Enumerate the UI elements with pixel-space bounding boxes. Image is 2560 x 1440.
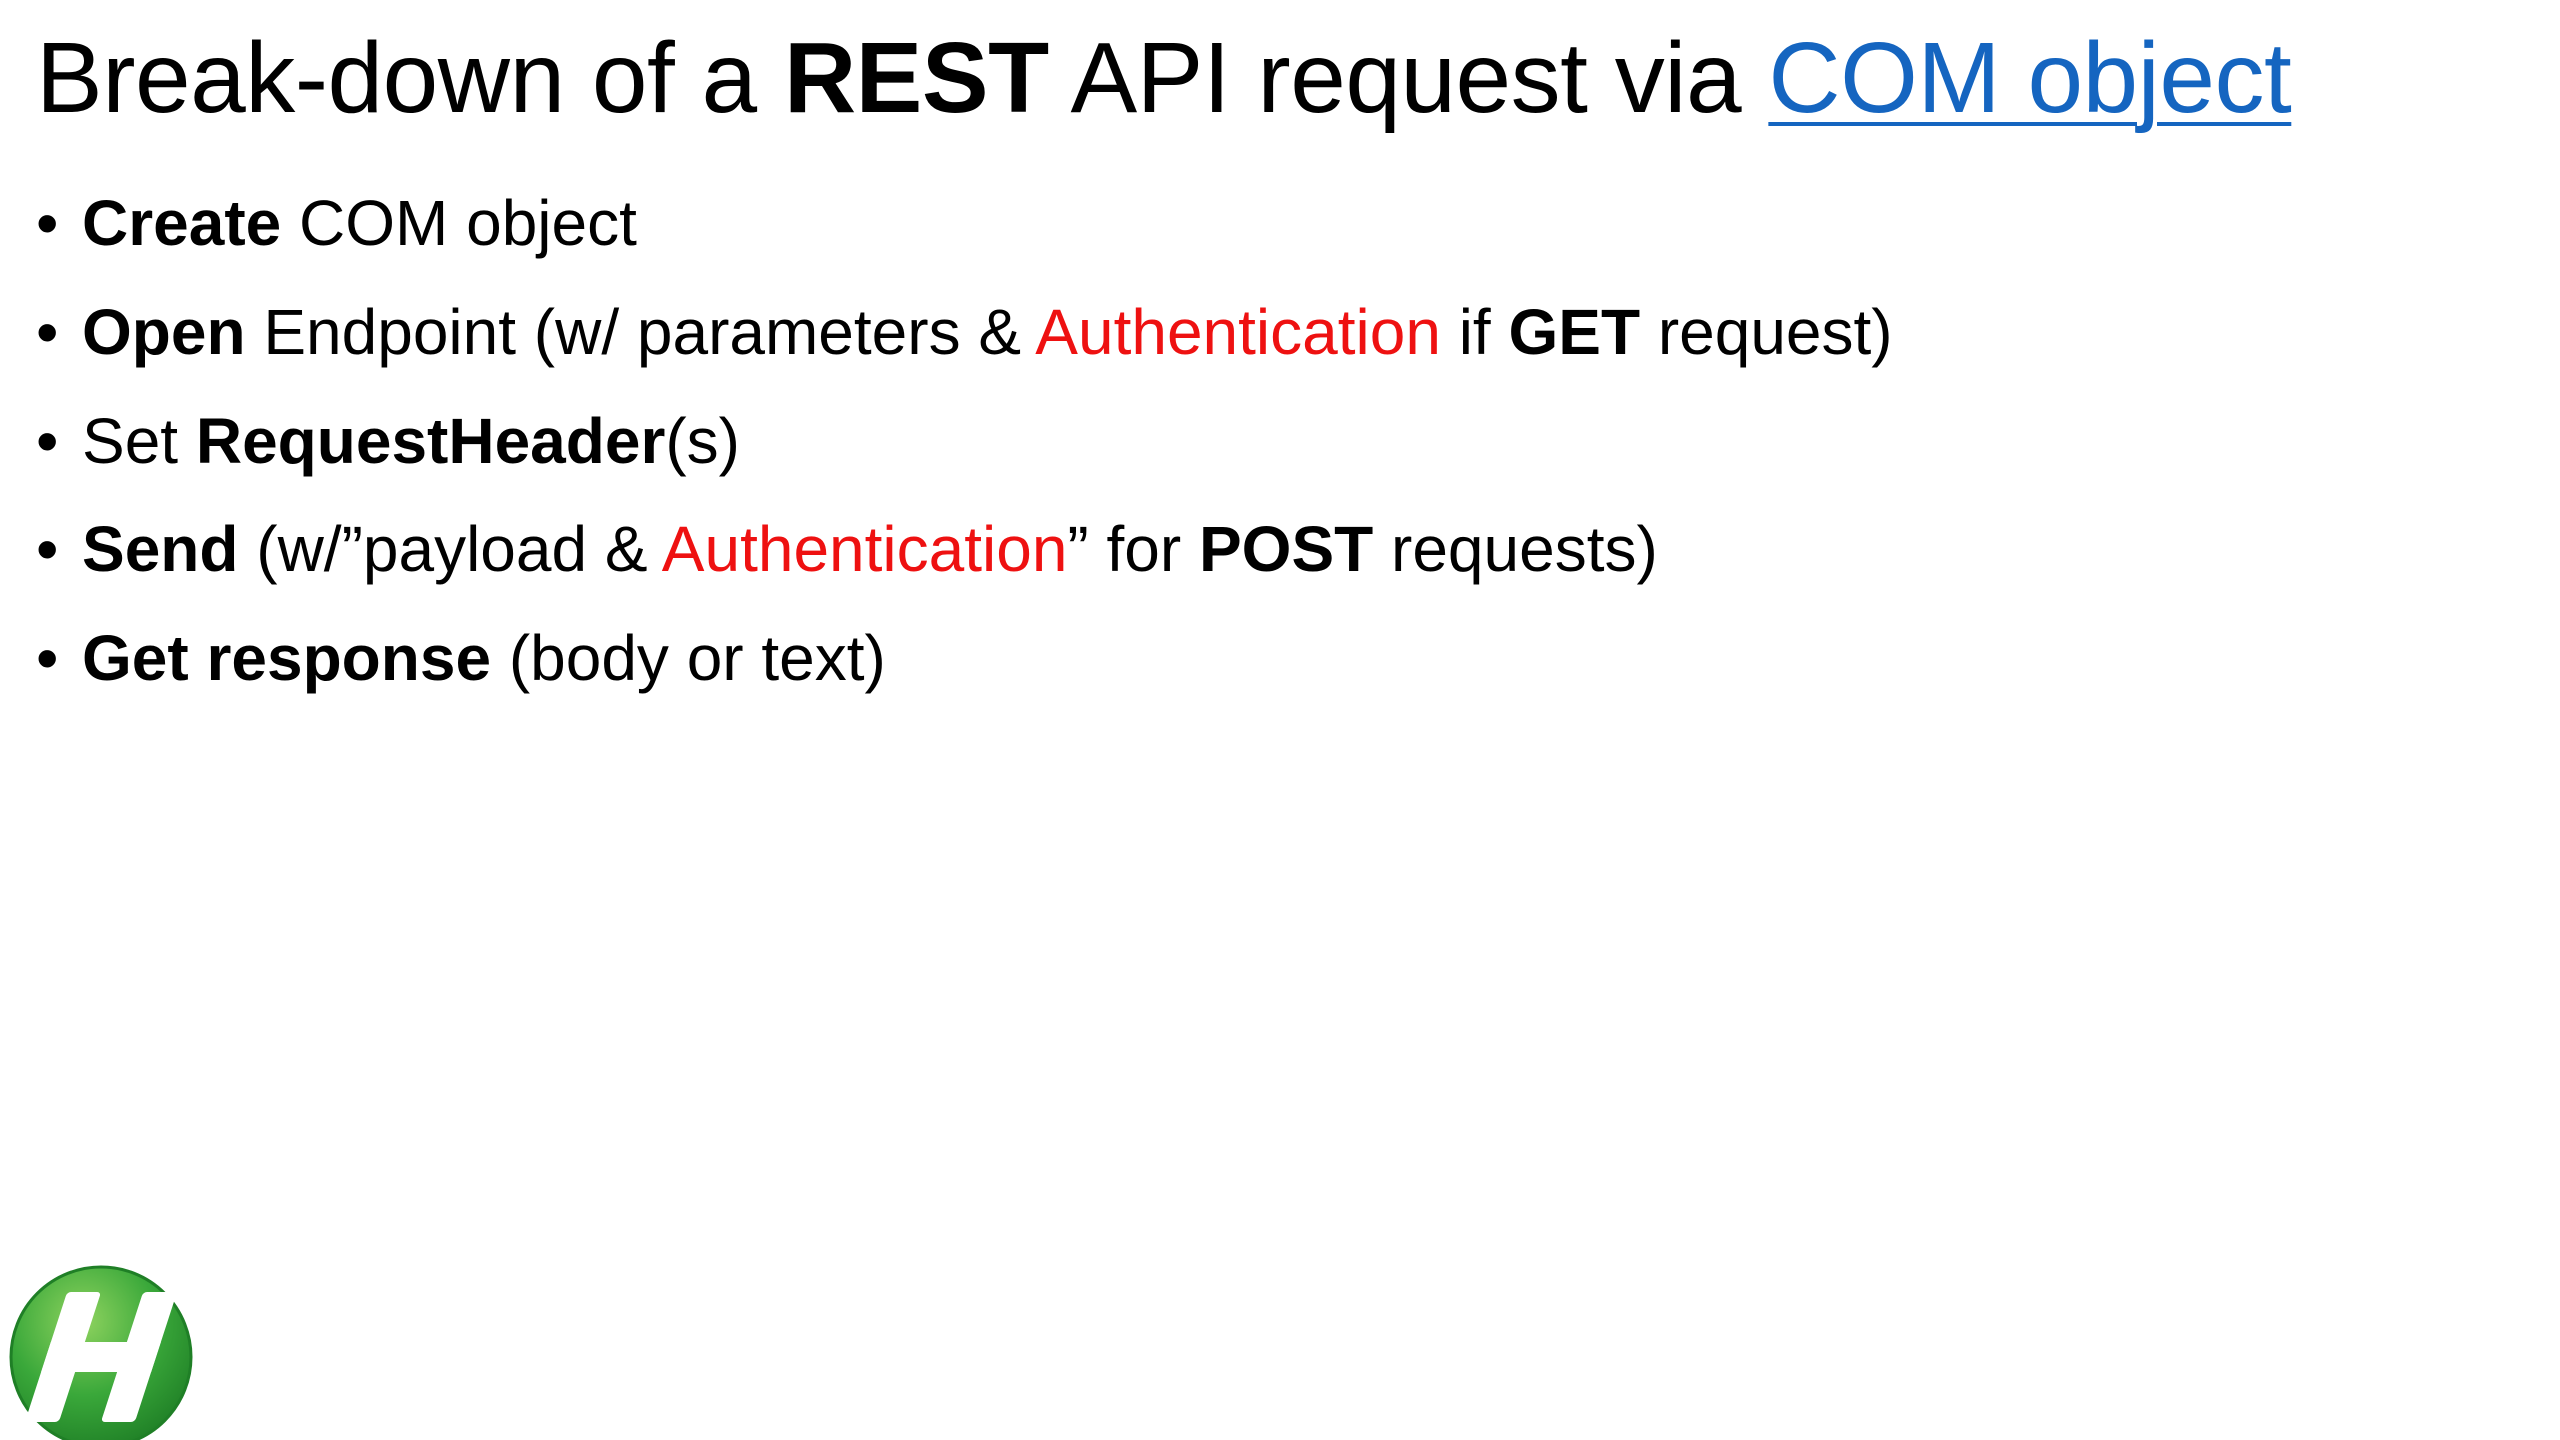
- h-logo-icon: [9, 1265, 193, 1440]
- bullet-text: Create: [82, 187, 282, 259]
- bullet-item: Set RequestHeader(s): [36, 403, 1893, 480]
- bullet-item: Create COM object: [36, 185, 1893, 262]
- bullet-text: requests): [1373, 513, 1658, 586]
- bullet-text: COM object: [281, 187, 637, 259]
- bullet-text: ” for: [1067, 513, 1199, 586]
- bullet-item: Open Endpoint (w/ parameters & Authentic…: [36, 294, 1893, 371]
- bullet-text: RequestHeader: [195, 404, 666, 477]
- bullet-text: POST: [1198, 513, 1374, 586]
- bullet-text: (body or text): [491, 622, 886, 695]
- bullet-text: Authentication: [661, 513, 1068, 586]
- title-prefix: Break-down of a: [36, 22, 784, 134]
- bullet-text: (w/”payload &: [238, 513, 662, 586]
- bullet-list: Create COM objectOpen Endpoint (w/ param…: [36, 185, 1893, 729]
- bullet-text: (s): [665, 404, 740, 477]
- bullet-text: Open: [82, 295, 246, 368]
- bullet-item: Get response (body or text): [36, 620, 1893, 697]
- bullet-text: Set: [82, 404, 196, 477]
- bullet-text: Get response: [82, 622, 492, 695]
- bullet-text: Send: [82, 513, 239, 586]
- bullet-text: GET: [1508, 295, 1641, 368]
- com-object-link[interactable]: COM object: [1768, 22, 2292, 134]
- title-bold-rest: REST: [783, 22, 1049, 134]
- bullet-text: Authentication: [1035, 295, 1441, 368]
- title-middle: API request via: [1048, 22, 1769, 134]
- bullet-text: request): [1640, 295, 1893, 368]
- slide-title: Break-down of a REST API request via COM…: [36, 18, 2292, 138]
- bullet-text: if: [1440, 295, 1509, 368]
- bullet-text: Endpoint (w/ parameters &: [245, 295, 1036, 368]
- bullet-item: Send (w/”payload & Authentication” for P…: [36, 511, 1893, 588]
